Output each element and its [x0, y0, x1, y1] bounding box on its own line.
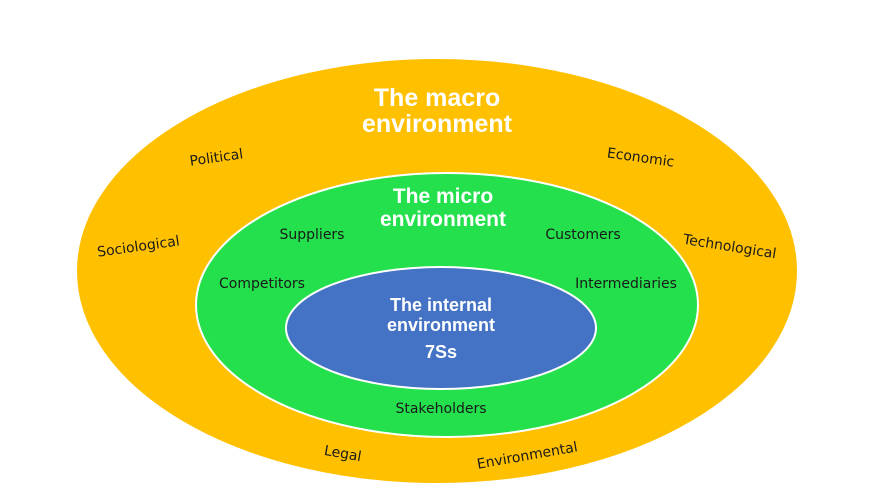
macro-factor-political: Political: [189, 146, 245, 169]
micro-factor-customers: Customers: [545, 227, 620, 243]
micro-factor-intermediaries: Intermediaries: [575, 276, 677, 292]
micro-factor-competitors: Competitors: [219, 276, 305, 292]
micro-title-line1: The micro: [393, 185, 493, 208]
internal-subtitle-7ss: 7Ss: [425, 342, 457, 362]
micro-factor-stakeholders: Stakeholders: [395, 401, 486, 417]
internal-title-line1: The internal: [390, 295, 492, 315]
micro-title-line2: environment: [380, 208, 506, 231]
internal-title-line2: environment: [387, 315, 495, 335]
micro-factor-suppliers: Suppliers: [280, 227, 345, 243]
macro-title-line1: The macro: [374, 84, 500, 112]
macro-factor-legal: Legal: [323, 443, 363, 465]
macro-title-line2: environment: [362, 110, 513, 138]
internal-environment-ellipse: [285, 266, 597, 390]
